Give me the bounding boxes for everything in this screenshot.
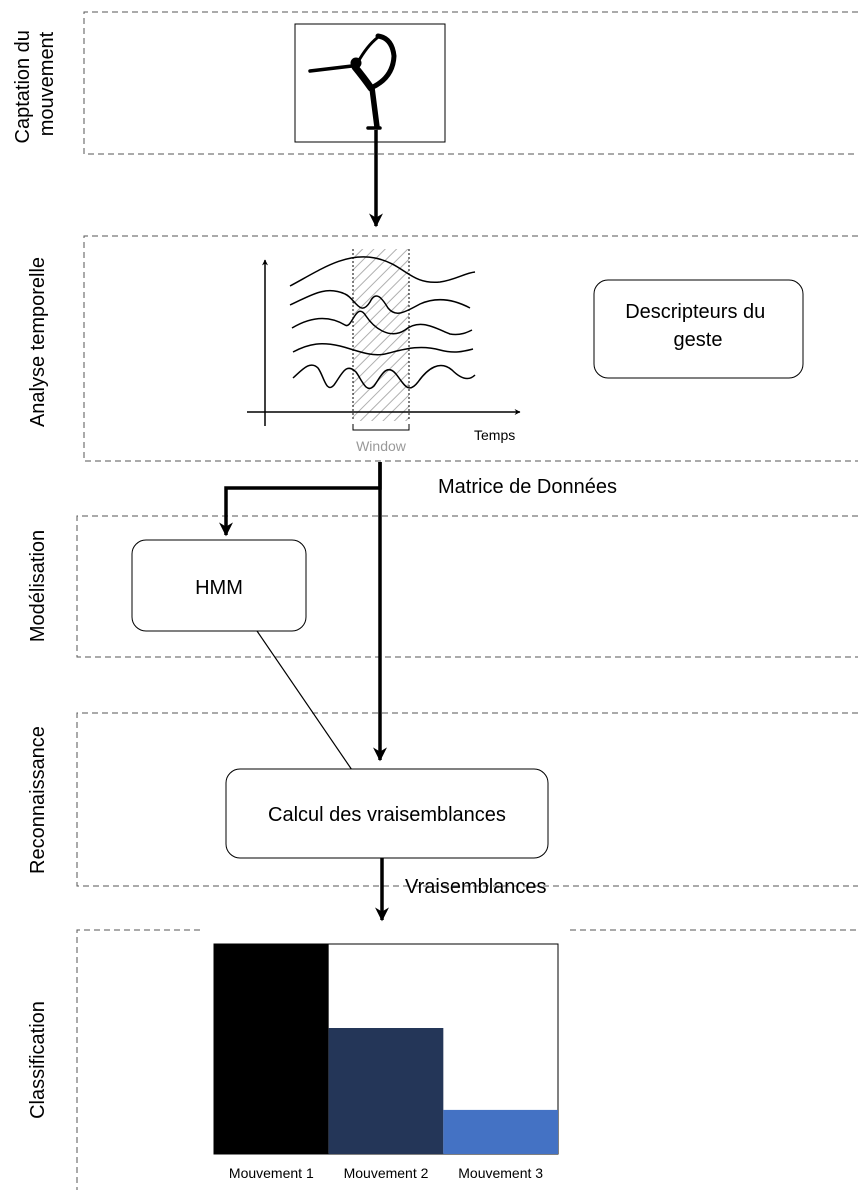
hmm-box-label: HMM — [195, 577, 243, 599]
stage-frame-reconnaissance — [76, 712, 858, 887]
signal-curve — [292, 343, 474, 356]
bar-3 — [443, 1109, 558, 1154]
descripteurs-box: Descripteurs du geste — [593, 279, 804, 379]
descripteurs-box-label: Descripteurs du geste — [625, 301, 771, 351]
signal-curve — [292, 364, 476, 390]
stage-frame-analyse — [83, 235, 858, 462]
connector-hmm-calcul — [256, 630, 353, 771]
edge-label-matrice: Matrice de Données — [438, 476, 617, 498]
hmm-box: HMM — [131, 539, 307, 632]
analysis-window — [353, 249, 409, 421]
bar-1 — [214, 944, 329, 1154]
stage-frame-modelisation — [76, 515, 858, 658]
stage-label-captation: Captation du mouvement — [12, 25, 58, 144]
bar-2 — [328, 1028, 444, 1154]
bar-label-3: Mouvement 3 — [458, 1165, 543, 1181]
dancer-silhouette-icon — [308, 33, 397, 130]
bar-label-2: Mouvement 2 — [344, 1165, 429, 1181]
arrow-matrice-to-hmm — [219, 462, 382, 537]
calcul-box-label: Calcul des vraisemblances — [268, 804, 506, 826]
signal-curve — [289, 256, 476, 287]
stage-frame-classification — [76, 929, 858, 1190]
edge-label-vraisemblances: Vraisemblances — [405, 876, 547, 898]
signal-plot: Temps Window — [247, 249, 521, 454]
window-label: Window — [356, 438, 407, 454]
stage-label-classification: Classification — [27, 1001, 49, 1119]
stage-frame-captation — [83, 11, 858, 155]
stage-label-reconnaissance: Reconnaissance — [27, 726, 49, 874]
bar-label-1: Mouvement 1 — [229, 1165, 314, 1181]
signal-curve — [289, 289, 471, 314]
time-axis-label: Temps — [474, 427, 515, 443]
stage-label-modelisation: Modélisation — [27, 530, 49, 642]
classification-chart: Mouvement 1 Mouvement 2 Mouvement 3 — [213, 943, 559, 1181]
stage-label-analyse: Analyse temporelle — [27, 257, 49, 427]
calcul-box: Calcul des vraisemblances — [225, 768, 549, 859]
signal-curve — [291, 310, 473, 336]
